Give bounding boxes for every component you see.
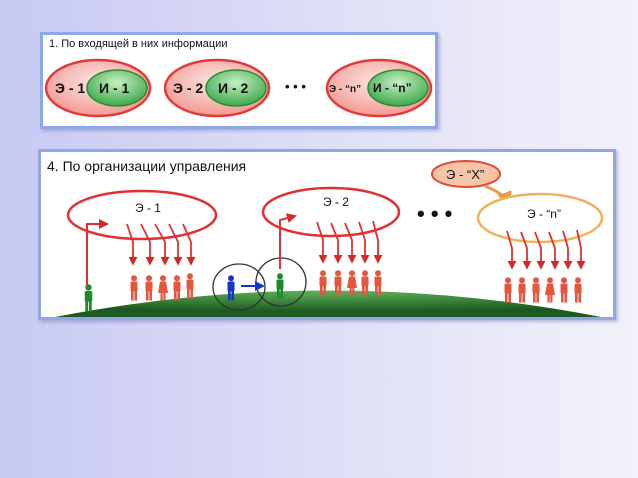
pair-2: Э - 2 И - 2: [163, 58, 271, 118]
management-panel: 4. По организации управления: [38, 149, 616, 320]
groups-ellipsis: • • •: [417, 201, 452, 226]
pairs-ellipsis: • • •: [285, 79, 306, 94]
leader-1-person: [84, 284, 93, 312]
member-person: [186, 273, 194, 299]
info-panel-title: 1. По входящей в них информации: [49, 38, 228, 50]
pair-1-e-label: Э - 1: [55, 80, 85, 96]
management-panel-title: 4. По организации управления: [47, 158, 247, 174]
pair-2-e-label: Э - 2: [173, 80, 203, 96]
pair-n: Э - “n” И - “n”: [325, 58, 433, 118]
member-person: [532, 277, 540, 303]
group-1: Э - 1: [66, 189, 218, 312]
member-person: [518, 277, 526, 303]
group-n: Э - “n”: [476, 192, 604, 303]
member-person: [158, 275, 168, 301]
info-panel: 1. По входящей в них информации Э - 1 И …: [40, 32, 438, 129]
member-person: [545, 277, 555, 303]
group-2-label: Э - 2: [323, 195, 349, 209]
group-n-label: Э - “n”: [527, 207, 561, 221]
pair-1-i-label: И - 1: [99, 80, 130, 96]
member-person: [173, 275, 181, 301]
pair-n-i-label: И - “n”: [373, 81, 412, 95]
group-1-label: Э - 1: [135, 201, 161, 215]
pair-2-i-label: И - 2: [218, 80, 249, 96]
member-person: [560, 277, 568, 303]
pair-1: Э - 1 И - 1: [44, 58, 152, 118]
member-person: [130, 275, 138, 301]
external-x: Э - “X”: [431, 160, 512, 207]
member-person: [145, 275, 153, 301]
external-x-label: Э - “X”: [446, 167, 484, 182]
group-2: Э - 2: [261, 186, 401, 296]
member-person: [574, 277, 582, 303]
member-person: [504, 277, 512, 303]
info-pairs-diagram: Э - 1 И - 1 Э - 2 И - 2 • • • Э - “n” И …: [44, 58, 433, 118]
pair-n-e-label: Э - “n”: [329, 84, 361, 95]
management-diagram: Э - 1 Э - 2: [55, 160, 604, 317]
